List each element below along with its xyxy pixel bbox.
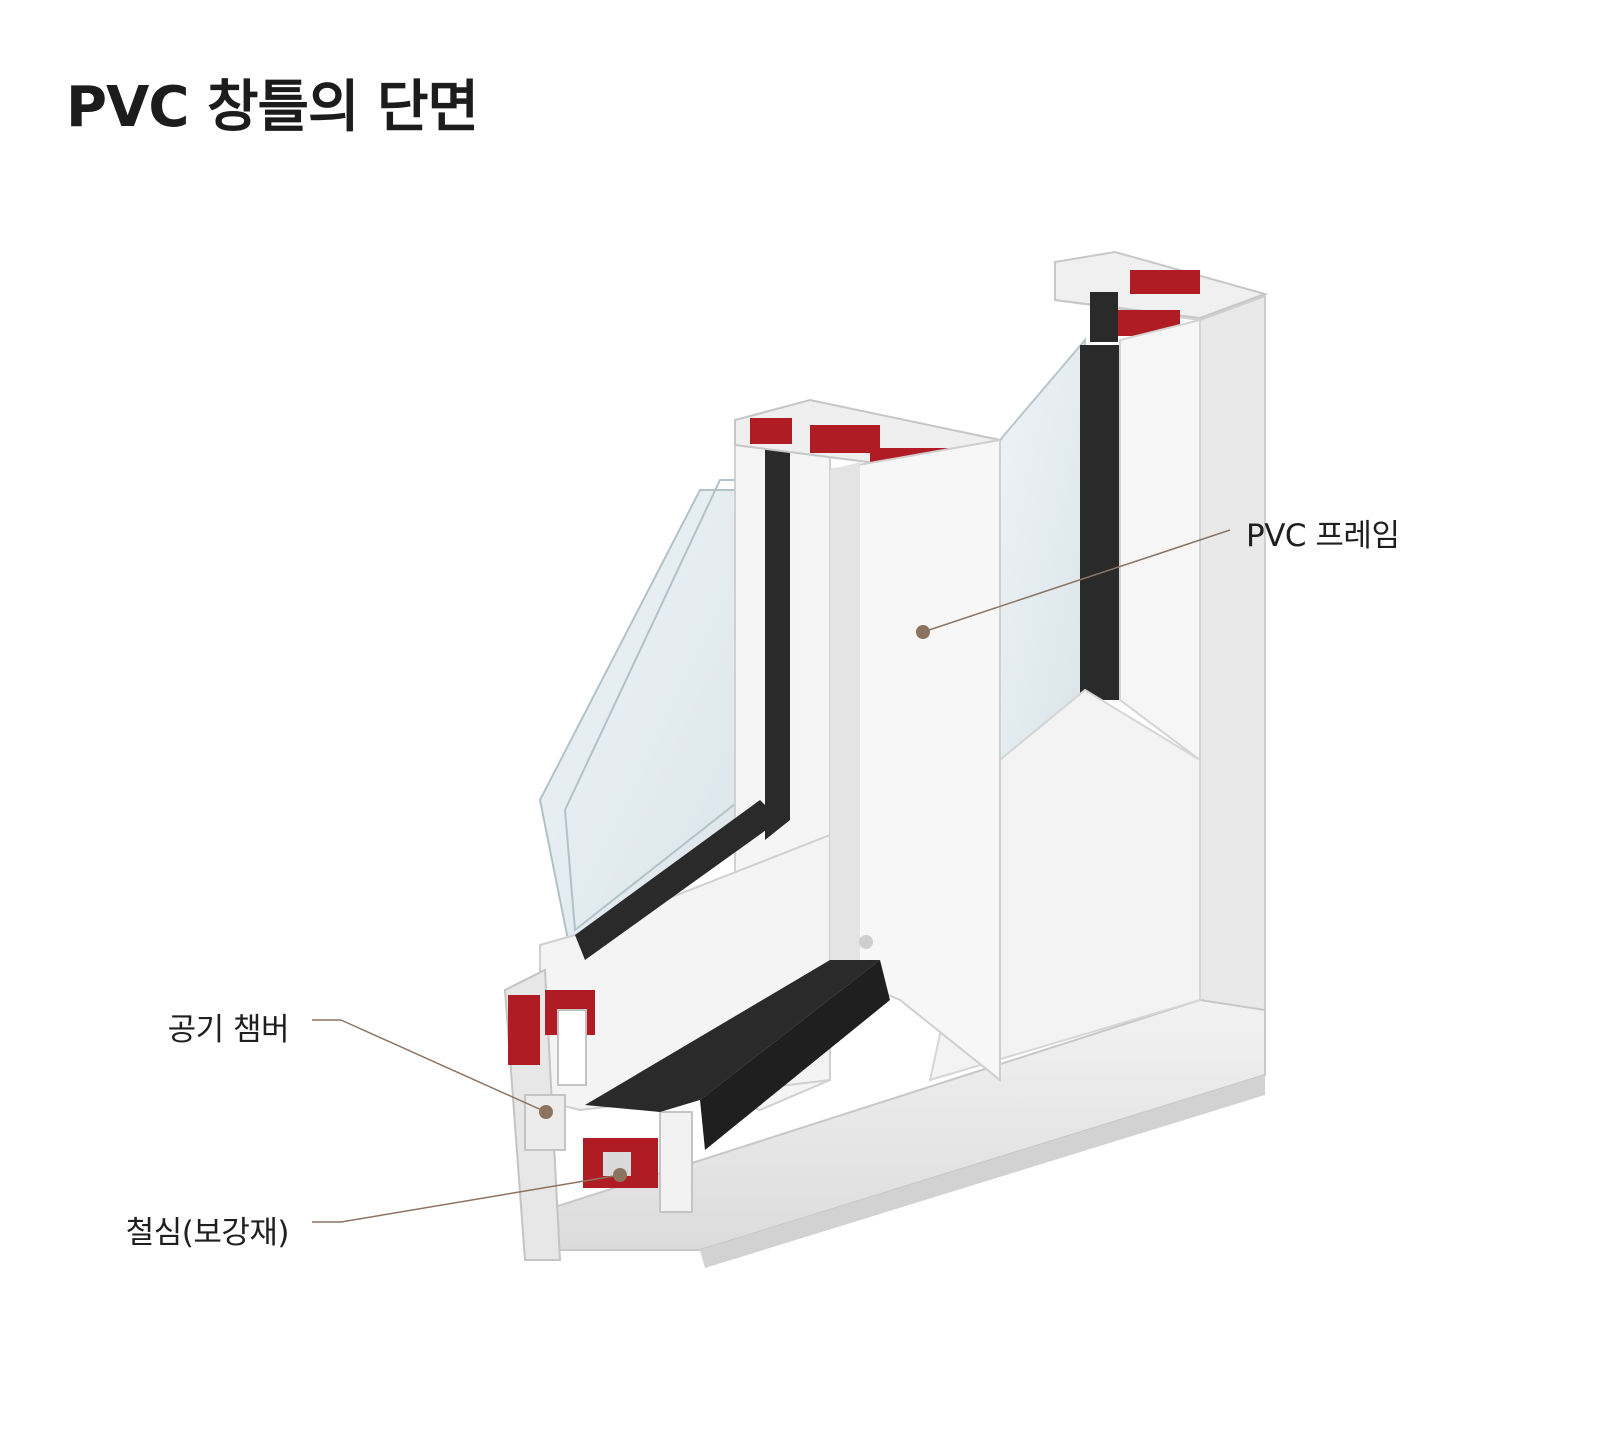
air-chamber-label: 공기 챔버 [167,1012,290,1048]
meeting-stile [829,438,1001,1083]
air-chamber-region [524,1094,566,1151]
pvc-frame-label: PVC 프레임 [1246,518,1400,554]
reinforcement-red-top [1130,270,1200,294]
air-chamber-dot [539,1105,553,1119]
bottom-cross-section [503,960,890,1261]
reinforcement-red-sash-top [750,418,792,444]
callout-leaders [312,529,1231,1223]
reinforcement-red-sash-bottom [508,995,540,1065]
page-title: PVC 창틀의 단면 [66,75,479,140]
steel-core-label: 철심(보강재) [125,1215,290,1251]
front-sash [538,398,1004,1112]
steel-core-dot [613,1168,627,1182]
pvc-frame-dot [916,625,930,639]
rear-glass-pane [928,318,1201,1082]
outer-frame [529,250,1269,1268]
